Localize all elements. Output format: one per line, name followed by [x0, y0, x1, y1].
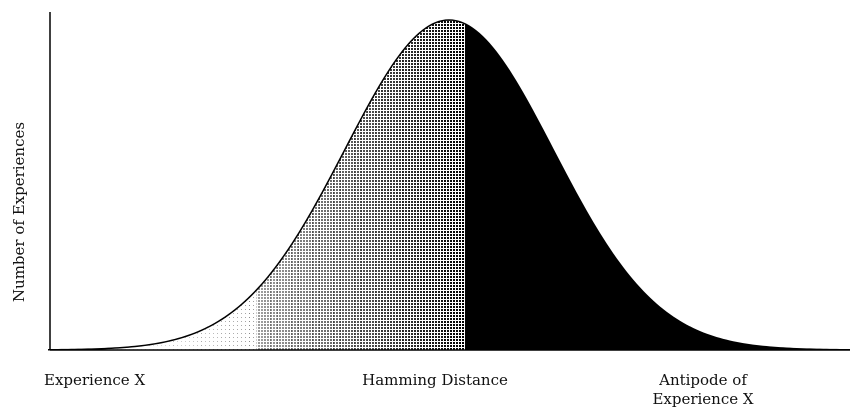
fill-strip [437, 20, 445, 350]
fill-strip [367, 20, 376, 350]
fill-strip [444, 20, 452, 350]
fill-strip [62, 15, 70, 355]
y-axis-label: Number of Experiences [10, 122, 28, 302]
fill-strip [332, 20, 341, 350]
fill-strip [117, 20, 126, 350]
fill-strip [346, 20, 355, 350]
fill-strip [110, 20, 119, 350]
fill-strip [339, 20, 348, 350]
fill-strip [173, 20, 181, 350]
fill-strip [284, 20, 292, 350]
fill-strip [124, 20, 133, 350]
fill-strip [159, 20, 167, 350]
fill-strip [138, 20, 146, 350]
fill-strip [256, 20, 265, 350]
fill-strip [103, 20, 112, 350]
fill-strip [263, 20, 272, 350]
fill-strip [409, 20, 417, 350]
fill-strip [416, 20, 424, 350]
fill-strip [228, 20, 237, 350]
curve-fill [55, 15, 850, 355]
x-axis-label: Hamming Distance [362, 371, 508, 389]
distribution-curve [47, 19, 851, 351]
fill-strip [69, 15, 77, 355]
fill-strip [180, 20, 188, 350]
fill-strip [55, 15, 63, 355]
fill-strip [388, 20, 397, 350]
tick-label-end-line1: Antipode of [658, 371, 748, 389]
fill-strip [221, 20, 230, 350]
fill-strip [423, 20, 431, 350]
fill-strip [152, 20, 160, 350]
fill-strip [207, 20, 216, 350]
fill-strip [326, 20, 334, 350]
fill-strip [187, 20, 195, 350]
fill-strip [249, 20, 258, 350]
fill-strip [430, 20, 438, 350]
fill-strip [353, 20, 362, 350]
fill-strip [242, 20, 251, 350]
fill-strip [402, 20, 411, 350]
fill-strip [131, 20, 139, 350]
fill-strip [166, 20, 174, 350]
fill-strip [312, 20, 320, 350]
fill-strip [96, 20, 105, 350]
fill-strip [89, 20, 98, 350]
fill-strip [277, 20, 285, 350]
fill-solid-region [465, 20, 850, 350]
fill-strip [360, 20, 369, 350]
fill-strip [395, 20, 404, 350]
fill-strip [458, 20, 466, 350]
fill-strip [214, 20, 223, 350]
fill-strip [374, 20, 383, 350]
fill-strip [145, 20, 153, 350]
fill-strip [200, 20, 209, 350]
fill-strip [193, 20, 202, 350]
tick-label-end-line2: Experience X [652, 390, 753, 408]
fill-strip [451, 20, 459, 350]
tick-label-start: Experience X [44, 371, 145, 389]
fill-strip [83, 15, 91, 355]
fill-strip [305, 20, 313, 350]
fill-strip [270, 20, 278, 350]
fill-strip [381, 20, 390, 350]
fill-strip [298, 20, 306, 350]
fill-strip [291, 20, 299, 350]
fill-strip [76, 15, 84, 355]
